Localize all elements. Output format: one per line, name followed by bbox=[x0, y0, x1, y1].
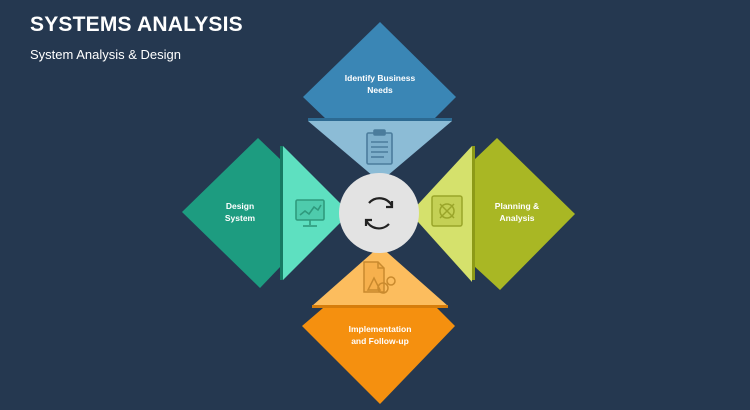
top-diamond bbox=[303, 22, 456, 120]
planning-chart-icon bbox=[431, 195, 463, 227]
page-subtitle: System Analysis & Design bbox=[30, 47, 182, 62]
step-right-label: Planning & Analysis bbox=[494, 201, 540, 223]
right-diamond bbox=[474, 138, 575, 290]
step-right-group bbox=[410, 138, 575, 290]
step-bottom-group bbox=[302, 246, 455, 404]
step-left-label: Design System bbox=[224, 201, 256, 223]
bottom-diamond bbox=[302, 308, 455, 404]
left-diamond bbox=[182, 138, 281, 288]
step-bottom-label: Implementation and Follow-up bbox=[348, 324, 412, 346]
cycle-arrows-icon bbox=[364, 197, 394, 230]
monitor-chart-icon bbox=[295, 199, 325, 227]
page-title: SYSTEMS ANALYSIS bbox=[30, 13, 243, 36]
center-hub bbox=[339, 173, 419, 253]
step-top-group bbox=[303, 22, 456, 182]
step-left-group bbox=[182, 138, 350, 288]
step-top-label: Identify Business Needs bbox=[344, 73, 416, 95]
clipboard-icon bbox=[366, 129, 393, 165]
document-gears-icon bbox=[363, 261, 396, 294]
